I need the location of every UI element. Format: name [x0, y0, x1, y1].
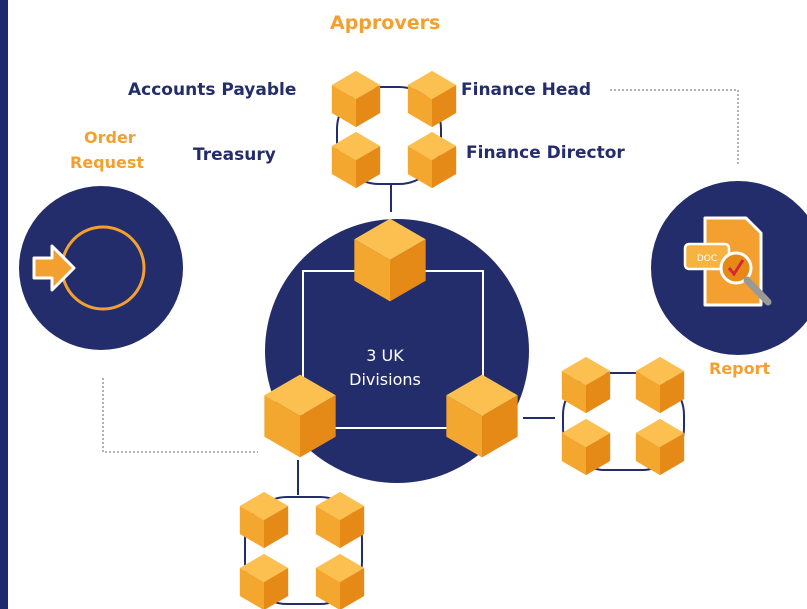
cube-finance-head — [407, 70, 457, 128]
divisions-label-line1: 3 UK — [366, 346, 404, 365]
bottom-cluster-ring — [244, 496, 363, 605]
order-label-line2: Request — [70, 153, 145, 172]
arrow-icon — [32, 244, 76, 292]
label-treasury: Treasury — [193, 145, 276, 165]
cube-right-1 — [561, 356, 611, 414]
label-finance-director: Finance Director — [466, 143, 625, 163]
left-edge-bar — [0, 0, 8, 609]
document-search-icon: DOC — [683, 216, 772, 307]
divisions-label-line2: Divisions — [349, 370, 421, 389]
report-connector — [610, 89, 739, 165]
cube-bottom-3 — [239, 553, 289, 609]
order-request-circle — [19, 186, 183, 350]
approvers-ring — [336, 86, 442, 185]
label-accounts-payable: Accounts Payable — [128, 80, 297, 100]
cube-right-4 — [635, 418, 685, 476]
cube-bottom-2 — [315, 491, 365, 549]
right-cluster-ring — [562, 372, 685, 471]
order-connector — [102, 378, 258, 453]
cube-bottom-4 — [315, 553, 365, 609]
divisions-label: 3 UK Divisions — [330, 344, 440, 392]
report-label: Report — [709, 359, 771, 378]
cube-treasury — [331, 131, 381, 189]
approvers-title: Approvers — [330, 12, 441, 34]
doc-label: DOC — [697, 254, 717, 264]
cube-right-3 — [561, 418, 611, 476]
cube-right-2 — [635, 356, 685, 414]
cube-bottom-1 — [239, 491, 289, 549]
cube-finance-director — [407, 131, 457, 189]
label-finance-head: Finance Head — [461, 80, 592, 100]
order-label-line1: Order — [84, 128, 136, 147]
